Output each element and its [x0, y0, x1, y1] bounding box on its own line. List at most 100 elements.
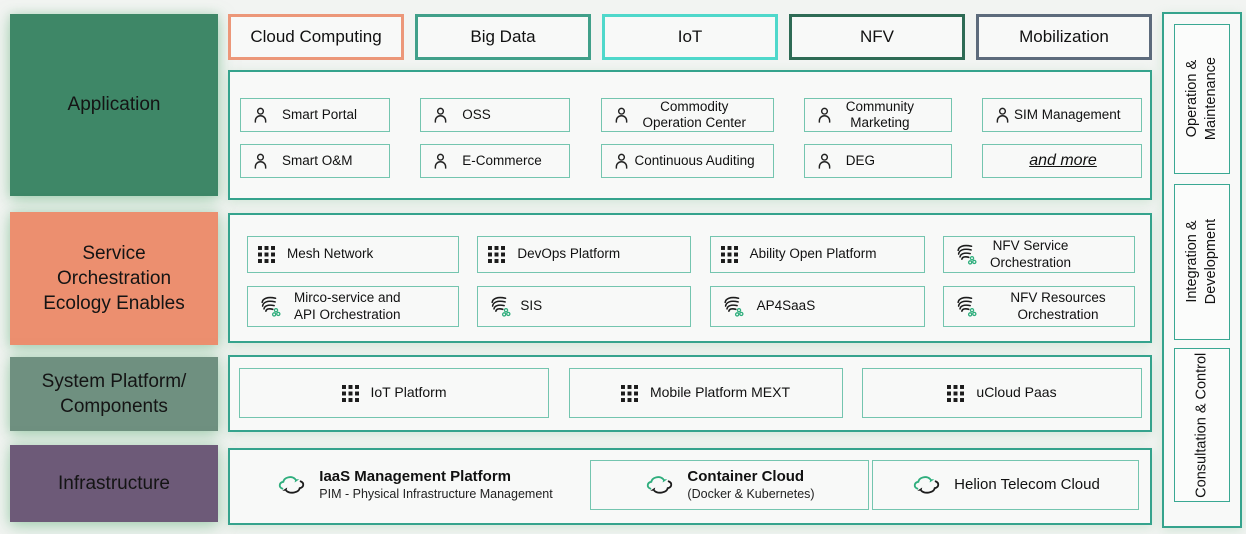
grid-icon — [720, 246, 738, 263]
app-item-label: and more — [1029, 152, 1097, 170]
layer-block-infrastructure: Infrastructure — [10, 445, 218, 522]
sys-item-mobile-platform-mext: Mobile Platform MEXT — [568, 368, 843, 418]
svc-item-nfv-service-orchestration: NFV Service Orchestration — [942, 236, 1135, 273]
person-icon — [996, 107, 1009, 123]
sys-item-ucloud-paas: uCloud Paas — [862, 368, 1142, 418]
topbox-label: Mobilization — [1019, 27, 1109, 46]
right-support-column: Operation & Maintenance Integration & De… — [1162, 12, 1242, 528]
swirl-icon — [491, 296, 511, 317]
technology-top-row: Cloud Computing Big Data IoT NFV Mobiliz… — [228, 14, 1152, 60]
infra-item-subtitle: PIM - Physical Infrastructure Management — [319, 487, 553, 501]
support-box-operation-maintenance: Operation & Maintenance — [1174, 24, 1230, 174]
svc-item-label: Ability Open Platform — [749, 246, 877, 262]
svc-item-label: AP4SaaS — [756, 298, 816, 314]
svc-item-micro-service-api-orchestration: Mirco-service and API Orchestration — [247, 286, 459, 327]
layer-block-service-orchestration: Service Orchestration Ecology Enables — [10, 212, 218, 345]
svc-item-label: SIS — [520, 298, 543, 314]
grid-icon — [341, 384, 359, 402]
infra-item-title: Container Cloud — [687, 468, 805, 485]
app-item-oss: OSS — [420, 98, 571, 132]
svc-item-label: NFV Service Orchestration — [989, 238, 1072, 270]
topbox-label: IoT — [677, 27, 703, 46]
app-item-smart-portal: Smart Portal — [240, 98, 390, 132]
topbox-iot: IoT — [602, 14, 778, 60]
infra-item-text: Helion Telecom Cloud — [954, 476, 1100, 494]
app-item-and-more: and more — [982, 144, 1142, 178]
app-item-label: DEG — [845, 152, 876, 168]
swirl-icon — [261, 296, 281, 317]
swirl-icon — [957, 296, 977, 317]
person-icon — [434, 153, 447, 169]
infrastructure-container: IaaS Management Platform PIM - Physical … — [228, 448, 1152, 525]
infra-item-subtitle: (Docker & Kubernetes) — [687, 487, 815, 501]
app-item-label: Smart O&M — [282, 152, 353, 168]
cloud-sync-icon — [279, 476, 305, 494]
support-label: Operation & Maintenance — [1184, 57, 1219, 141]
svc-item-label: Mesh Network — [287, 246, 374, 262]
topbox-big-data: Big Data — [415, 14, 591, 60]
topbox-cloud-computing: Cloud Computing — [228, 14, 404, 60]
infra-item-helion-telecom-cloud: Helion Telecom Cloud — [872, 460, 1139, 510]
topbox-mobilization: Mobilization — [976, 14, 1152, 60]
cloud-sync-icon — [647, 476, 673, 494]
svc-item-mesh-network: Mesh Network — [247, 236, 459, 273]
app-item-ecommerce: E-Commerce — [420, 144, 571, 178]
app-item-continuous-auditing: Continuous Auditing — [600, 144, 774, 178]
topbox-label: Big Data — [470, 27, 536, 46]
application-container: Smart Portal OSS Commodity Operation Cen… — [228, 70, 1152, 200]
app-item-label: E-Commerce — [462, 152, 542, 168]
center-column: Cloud Computing Big Data IoT NFV Mobiliz… — [228, 0, 1152, 534]
infra-item-text: IaaS Management Platform PIM - Physical … — [319, 468, 552, 502]
sys-item-label: IoT Platform — [370, 384, 447, 401]
infra-item-title: IaaS Management Platform — [319, 468, 511, 485]
infra-item-title: Helion Telecom Cloud — [954, 476, 1100, 493]
svc-item-sis: SIS — [477, 286, 692, 327]
infra-item-iaas-management: IaaS Management Platform PIM - Physical … — [242, 460, 587, 510]
layer-label: Application — [67, 94, 161, 116]
app-item-label: OSS — [462, 106, 491, 122]
app-item-label: Continuous Auditing — [634, 152, 755, 168]
app-item-commodity-operation-center: Commodity Operation Center — [600, 98, 774, 132]
app-item-label: Commodity Operation Center — [642, 98, 747, 130]
layer-block-application: Application — [10, 14, 218, 196]
layer-block-system-platform: System Platform/ Components — [10, 357, 218, 431]
app-item-sim-management: SIM Management — [982, 98, 1142, 132]
person-icon — [254, 107, 267, 123]
layer-label: System Platform/ Components — [41, 370, 187, 417]
system-platform-container: IoT Platform Mobile Platform MEXT uCloud… — [228, 355, 1152, 432]
swirl-icon — [957, 244, 977, 265]
support-box-consultation-control: Consultation & Control — [1174, 348, 1230, 502]
app-item-label: Smart Portal — [282, 106, 358, 122]
svc-item-devops-platform: DevOps Platform — [477, 236, 692, 273]
svc-item-label: Mirco-service and API Orchestration — [294, 290, 401, 322]
app-item-smart-om: Smart O&M — [240, 144, 390, 178]
app-item-label: SIM Management — [1014, 106, 1121, 122]
svc-item-nfv-resources-orchestration: NFV Resources Orchestration — [942, 286, 1135, 327]
person-icon — [434, 107, 447, 123]
person-icon — [615, 107, 627, 123]
person-icon — [818, 107, 831, 123]
infra-item-text: Container Cloud (Docker & Kubernetes) — [687, 468, 814, 502]
grid-icon — [947, 384, 965, 402]
app-item-deg: DEG — [803, 144, 952, 178]
sys-item-iot-platform: IoT Platform — [239, 368, 549, 418]
svc-item-label: DevOps Platform — [517, 246, 621, 262]
person-icon — [818, 153, 831, 169]
cloud-sync-icon — [914, 476, 940, 494]
svc-item-ability-open-platform: Ability Open Platform — [709, 236, 925, 273]
app-item-label: Community Marketing — [845, 98, 915, 130]
sys-item-label: Mobile Platform MEXT — [649, 384, 791, 401]
swirl-icon — [724, 296, 744, 317]
topbox-label: NFV — [860, 27, 894, 46]
grid-icon — [620, 384, 638, 402]
svc-item-label: NFV Resources Orchestration — [1010, 290, 1106, 322]
person-icon — [615, 153, 627, 169]
infra-item-container-cloud: Container Cloud (Docker & Kubernetes) — [590, 460, 869, 510]
topbox-label: Cloud Computing — [250, 27, 382, 46]
app-item-community-marketing: Community Marketing — [803, 98, 952, 132]
grid-icon — [258, 246, 275, 263]
grid-icon — [488, 246, 506, 263]
svc-item-ap4saas: AP4SaaS — [709, 286, 925, 327]
layer-label: Service Orchestration Ecology Enables — [43, 242, 185, 315]
sys-item-label: uCloud Paas — [976, 384, 1057, 401]
